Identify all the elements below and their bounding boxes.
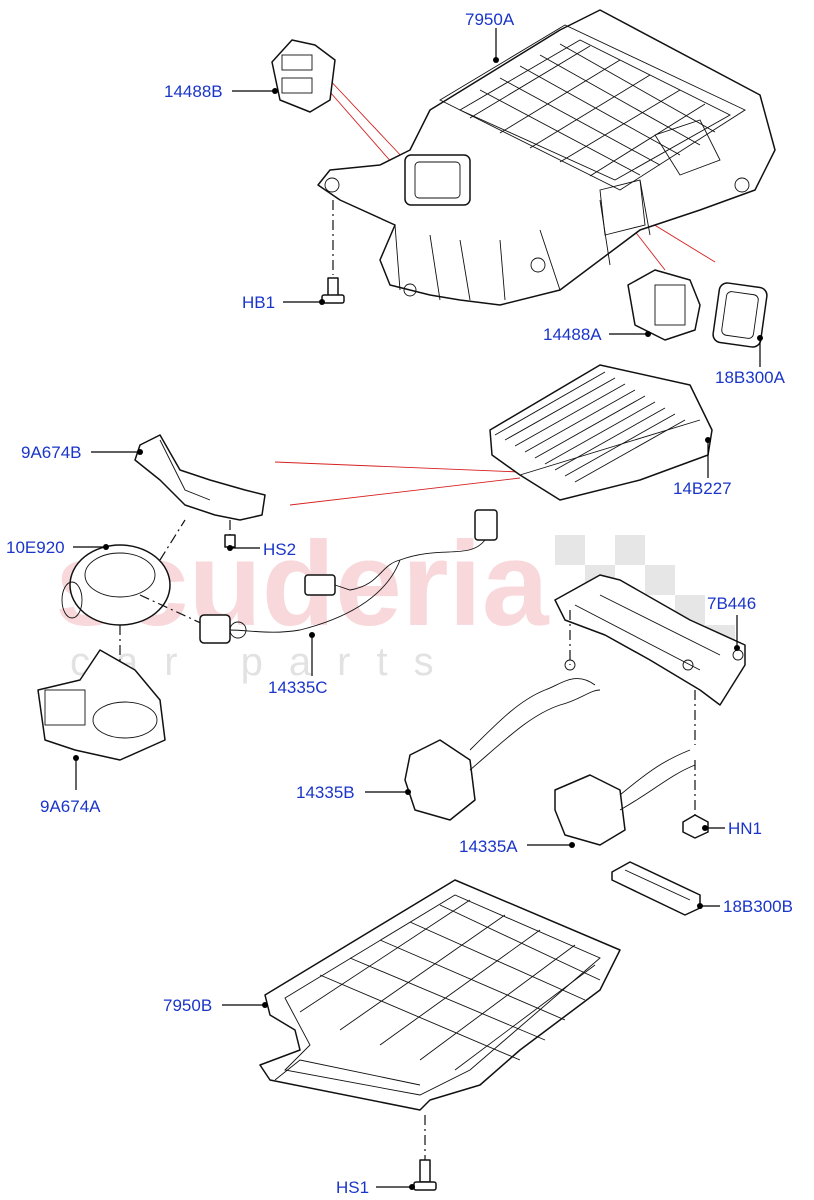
part-7950A-upper-housing[interactable] [317,9,776,306]
label-14B227[interactable]: 14B227 [673,479,732,498]
label-14488B[interactable]: 14488B [164,82,223,101]
label-7950A[interactable]: 7950A [465,10,515,29]
label-HN1[interactable]: HN1 [728,819,762,838]
part-HN1-nut[interactable] [682,760,709,839]
label-18B300A[interactable]: 18B300A [715,368,786,387]
label-HS2[interactable]: HS2 [263,540,296,559]
part-7950B-lower-cover[interactable] [259,879,621,1111]
label-9A674B[interactable]: 9A674B [21,443,82,462]
label-HB1[interactable]: HB1 [242,293,275,312]
part-14335A-harness[interactable] [554,749,696,846]
part-7B446-bracket[interactable] [554,574,746,745]
part-14335B-harness[interactable] [404,659,601,821]
part-18B300A-gasket[interactable] [712,282,768,348]
part-HB1-bolt[interactable] [321,200,345,304]
label-14335A[interactable]: 14335A [459,837,518,856]
part-14335C-harness[interactable] [199,509,498,644]
part-14488B-connector[interactable] [271,39,336,113]
part-9A674A-housing[interactable] [37,649,166,761]
label-14335B[interactable]: 14335B [296,783,355,802]
part-HS1-bolt[interactable] [413,1115,437,1191]
part-18B300B-gasket[interactable] [611,861,701,916]
label-10E920[interactable]: 10E920 [6,538,65,557]
part-14B227-module[interactable] [489,364,713,501]
part-10E920-socket[interactable] [61,519,206,690]
label-14488A[interactable]: 14488A [543,325,602,344]
label-7B446[interactable]: 7B446 [707,594,756,613]
label-18B300B[interactable]: 18B300B [723,897,793,916]
part-14488A-connector[interactable] [627,269,701,341]
part-labels: 7950A 14488B HB1 14488A 18B300A 9A674B 1… [6,10,793,1197]
label-9A674A[interactable]: 9A674A [40,797,101,816]
label-7950B[interactable]: 7950B [163,996,212,1015]
part-9A674B-bracket[interactable] [134,434,266,521]
label-HS1[interactable]: HS1 [336,1178,369,1197]
label-14335C[interactable]: 14335C [268,678,328,697]
leader-lines [73,28,763,1190]
